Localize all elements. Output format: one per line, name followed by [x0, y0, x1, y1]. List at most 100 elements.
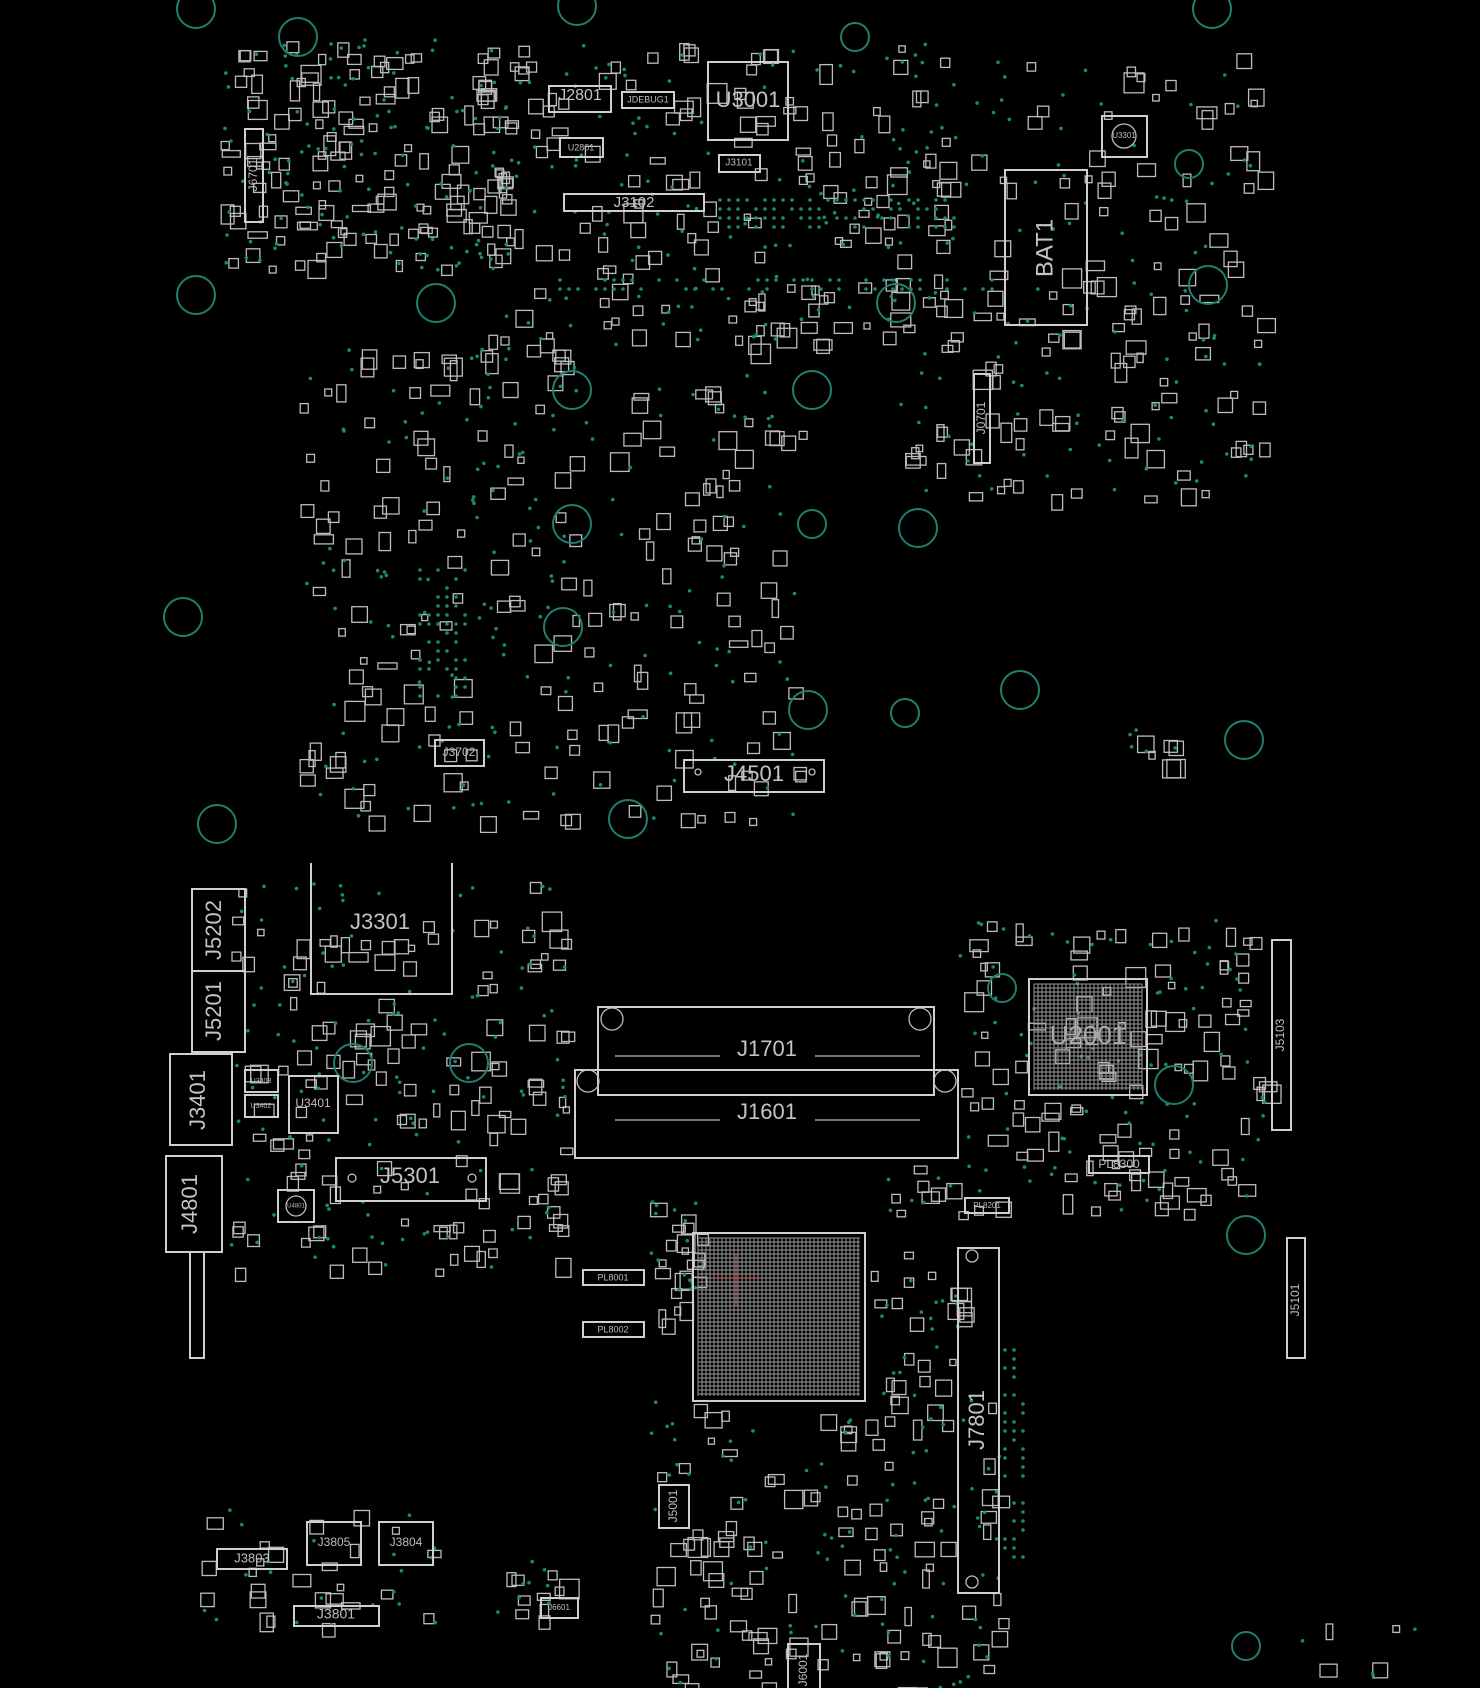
smd-component	[1136, 163, 1157, 178]
via	[1021, 1447, 1025, 1451]
smd-component	[1152, 93, 1160, 102]
component-J1601[interactable]: J1601	[574, 1069, 959, 1159]
component-J3702[interactable]: J3702	[434, 739, 485, 767]
via	[341, 898, 345, 903]
component-U2801[interactable]: U2801	[559, 137, 604, 158]
via	[1012, 1429, 1016, 1433]
via	[808, 198, 812, 202]
via	[894, 1533, 898, 1538]
component-PL8201[interactable]: PL8201	[964, 1197, 1010, 1214]
component-J4801[interactable]: J4801	[165, 1155, 223, 1359]
via	[299, 1164, 304, 1168]
component-J3804[interactable]: J3804	[378, 1521, 434, 1566]
smd-component	[936, 239, 951, 255]
smd-component	[502, 381, 519, 399]
component-U3402[interactable]: U3402	[244, 1094, 279, 1118]
smd-component	[252, 1133, 267, 1142]
component-cpu-socket[interactable]	[692, 1232, 866, 1402]
smd-component	[450, 1110, 466, 1131]
via	[343, 83, 348, 87]
component-BAT1[interactable]: BAT1	[1004, 169, 1088, 326]
component-J7801[interactable]: J7801	[957, 1247, 1000, 1594]
component-J3801[interactable]: J3801	[293, 1605, 380, 1627]
smd-component	[378, 998, 395, 1014]
component-J3102[interactable]: J3102	[563, 193, 705, 212]
via	[808, 225, 812, 229]
component-PL8300[interactable]: PL8300	[1088, 1155, 1150, 1174]
component-J5001[interactable]: J5001	[658, 1484, 690, 1529]
smd-component	[438, 1226, 448, 1240]
mounting-hole	[278, 17, 318, 57]
via	[889, 216, 893, 220]
component-U3401[interactable]: U3401	[288, 1075, 339, 1134]
smd-component	[872, 1438, 886, 1451]
via	[824, 221, 828, 225]
smd-component	[1161, 759, 1182, 779]
smd-component	[435, 1268, 445, 1277]
component-J5301[interactable]: J5301	[335, 1157, 487, 1202]
component-J4501[interactable]: J4501	[683, 759, 825, 793]
via	[316, 147, 321, 151]
component-J2801[interactable]: J2801	[548, 85, 612, 113]
via	[934, 207, 938, 211]
smd-component	[289, 996, 298, 1011]
smd-component	[380, 1589, 394, 1600]
component-J5202[interactable]: J5202	[191, 888, 246, 972]
via	[952, 1682, 956, 1687]
component-J5103[interactable]: J5103	[1271, 939, 1292, 1131]
component-JDEBUG1[interactable]: JDEBUG1	[621, 91, 675, 109]
component-PL8001[interactable]: PL8001	[582, 1269, 645, 1286]
smd-component	[864, 197, 873, 206]
via	[265, 132, 270, 137]
via	[454, 685, 458, 689]
smd-component	[762, 711, 777, 725]
component-J3401[interactable]: J3401	[169, 1053, 233, 1146]
via	[906, 160, 910, 165]
smd-component	[949, 1358, 957, 1367]
component-PL8002[interactable]: PL8002	[582, 1321, 645, 1338]
smd-component	[821, 1623, 838, 1640]
component-U4801[interactable]: U4801	[277, 1189, 315, 1223]
via	[646, 179, 650, 183]
component-U3001[interactable]: U3001	[707, 61, 789, 141]
via	[241, 179, 245, 184]
smd-component	[752, 1638, 770, 1655]
component-J3805[interactable]: J3805	[306, 1521, 362, 1566]
smd-component	[672, 178, 690, 191]
via	[1021, 1429, 1025, 1433]
component-J5201[interactable]: J5201	[191, 970, 246, 1053]
via	[645, 124, 649, 129]
component-U3403[interactable]: U3403	[244, 1069, 279, 1093]
component-U3301[interactable]: U3301	[1101, 115, 1148, 158]
smd-component	[469, 388, 481, 406]
via	[656, 1258, 660, 1262]
via	[312, 882, 316, 886]
via	[564, 296, 568, 301]
smd-component	[924, 1517, 933, 1527]
component-J6601[interactable]: J6601	[540, 1597, 579, 1619]
smd-component	[939, 161, 958, 180]
component-J6701[interactable]: J6701	[244, 128, 264, 223]
smd-component	[649, 1202, 668, 1218]
component-J0701[interactable]: J0701	[973, 373, 991, 464]
smd-component	[1224, 102, 1235, 115]
via	[1005, 1127, 1010, 1131]
component-J5101[interactable]: J5101	[1286, 1237, 1306, 1359]
component-J3101[interactable]: J3101	[718, 154, 761, 173]
smd-component	[913, 1165, 928, 1175]
component-J3803[interactable]: J3803	[216, 1548, 288, 1570]
component-J3301[interactable]: J3301	[310, 863, 453, 995]
via	[693, 1286, 698, 1290]
via	[1014, 340, 1018, 345]
via	[653, 1400, 658, 1404]
smd-component	[1319, 1663, 1338, 1678]
component-J6001[interactable]: J6001	[787, 1643, 821, 1688]
via	[548, 298, 552, 302]
component-U2001[interactable]: U2001	[1028, 978, 1148, 1096]
via	[718, 216, 722, 220]
component-J1701[interactable]: J1701	[597, 1006, 935, 1096]
via	[272, 1213, 276, 1217]
smd-component	[981, 1031, 989, 1039]
via	[785, 677, 790, 681]
smd-component	[693, 1252, 706, 1268]
